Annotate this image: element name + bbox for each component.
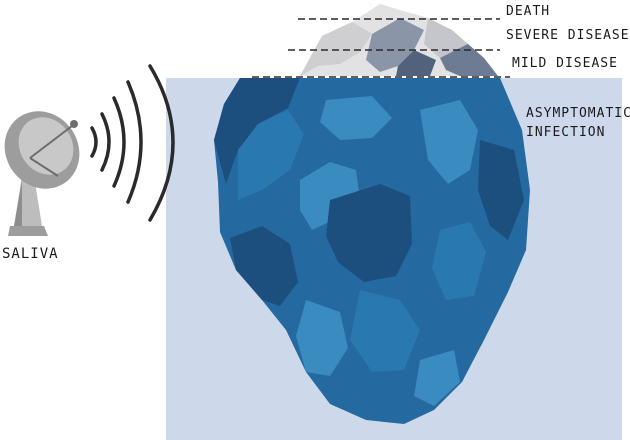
level-lines xyxy=(252,18,510,78)
saliva-label: SALIVA xyxy=(2,246,59,262)
death-label: DEATH xyxy=(506,4,551,19)
severe-disease-label: SEVERE DISEASE xyxy=(506,28,630,43)
asymptomatic-line2: INFECTION xyxy=(526,125,606,140)
satellite-dish-icon xyxy=(4,111,80,236)
asymptomatic-infection-label: ASYMPTOMATIC INFECTION xyxy=(526,104,630,142)
signal-waves-icon xyxy=(90,64,175,222)
iceberg-tip xyxy=(300,4,498,76)
mild-disease-label: MILD DISEASE xyxy=(512,56,618,71)
iceberg-underwater xyxy=(214,78,530,424)
asymptomatic-line1: ASYMPTOMATIC xyxy=(526,106,630,121)
